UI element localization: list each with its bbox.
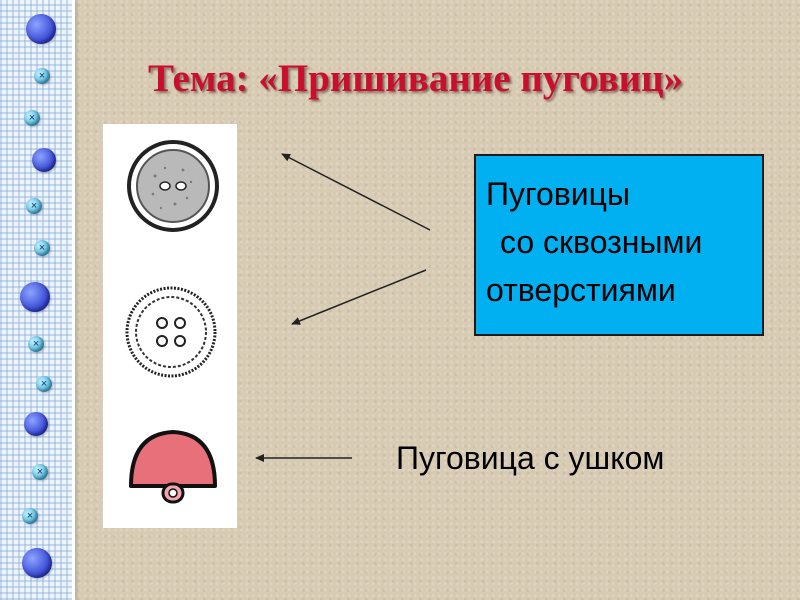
decor-button-icon [28, 336, 44, 352]
decor-button-icon [20, 282, 50, 312]
decor-button-icon [32, 148, 56, 172]
decor-button-icon [26, 198, 42, 214]
arrow-to-four-hole-button [291, 269, 427, 325]
callout-line-2: со сквозными [500, 224, 703, 260]
decorative-side-strip [0, 0, 75, 600]
decor-button-icon [26, 14, 56, 44]
shank-button-icon [129, 430, 217, 504]
four-hole-button-icon [125, 286, 217, 378]
decor-button-icon [34, 68, 50, 84]
decor-button-icon [34, 240, 50, 256]
decor-button-icon [24, 412, 48, 436]
callout-line-1: Пуговицы [486, 176, 630, 212]
decor-button-icon [36, 376, 52, 392]
button-illustrations-panel [103, 124, 237, 528]
through-holes-callout: Пуговицы со сквозными отверстиями [474, 154, 764, 336]
two-hole-button-icon [127, 140, 219, 232]
decor-button-icon [22, 548, 52, 578]
arrow-to-two-hole-button [281, 153, 431, 231]
decor-button-icon [22, 508, 38, 524]
decor-button-icon [24, 110, 40, 126]
decor-button-icon [32, 464, 48, 480]
callout-line-3: отверстиями [486, 272, 676, 308]
shank-button-label: Пуговица с ушком [396, 440, 665, 476]
slide-title: Тема: «Пришивание пуговиц» [148, 57, 684, 100]
